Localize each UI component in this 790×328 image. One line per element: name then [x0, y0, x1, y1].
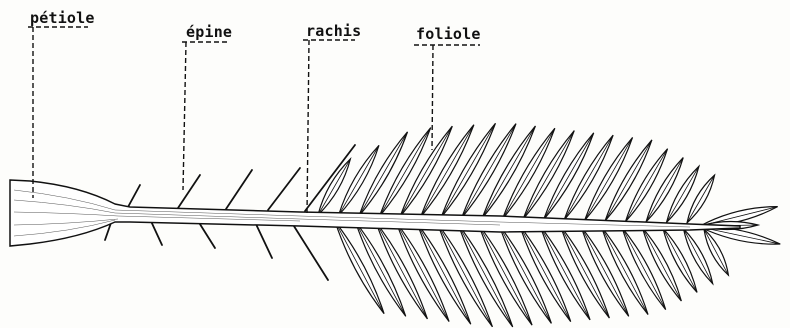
spine-6 [268, 168, 300, 210]
spine-7 [255, 222, 272, 258]
spine-0 [128, 185, 140, 207]
leader-petiole [28, 27, 88, 198]
leaflets-upper [318, 123, 715, 223]
leader-epine [182, 42, 230, 190]
label-epine: épine [186, 23, 232, 41]
spine-4 [226, 170, 252, 209]
leader-lines [28, 27, 480, 214]
leaflet-upper-1-vein [339, 145, 379, 215]
leaflet-lower-15-vein [643, 228, 682, 301]
label-petiole: pétiole [30, 9, 95, 27]
label-foliole: foliole [416, 25, 481, 43]
leaflets-lower [335, 221, 728, 327]
spine-5 [198, 221, 215, 248]
spine-2 [178, 175, 200, 208]
label-rachis: rachis [306, 22, 361, 40]
leaflet-upper-16-vein [646, 158, 683, 222]
leaflet-upper-15-vein [626, 149, 668, 222]
spine-9 [292, 223, 328, 280]
